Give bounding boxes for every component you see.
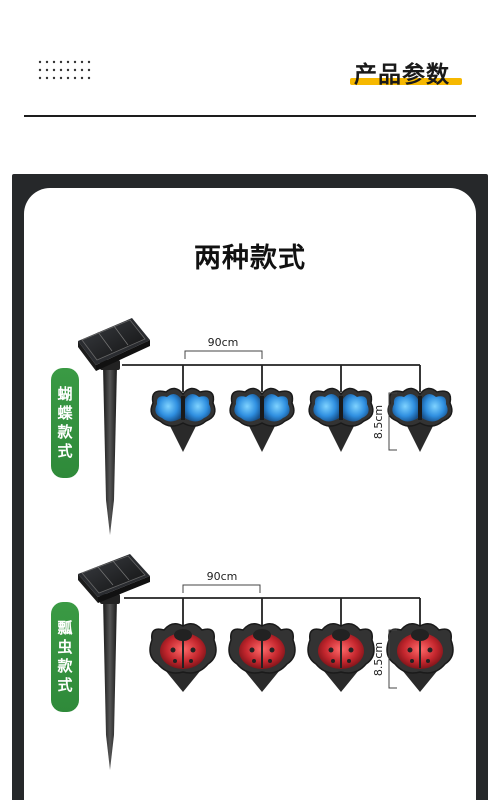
- badge-char: 式: [57, 442, 73, 460]
- badge-char: 款: [57, 657, 73, 675]
- butterfly-light: [308, 387, 374, 452]
- height-dimension-mark: [388, 629, 397, 689]
- ladybug-light: [307, 623, 375, 692]
- section-title: 两种款式: [194, 243, 306, 274]
- page-title: 产品参数: [354, 62, 450, 88]
- height-label: 8.5cm: [372, 405, 385, 439]
- ladybug-set: 90cm 8.5cm: [78, 554, 454, 770]
- butterfly-light: [150, 387, 216, 452]
- spacing-label: 90cm: [208, 336, 239, 349]
- ground-stake: [103, 598, 117, 770]
- butterfly-set: 90cm 8.5cm: [78, 318, 453, 535]
- badge-char: 瓢: [57, 619, 73, 637]
- badge-char: 款: [57, 423, 73, 441]
- solar-panel-icon: [78, 318, 150, 371]
- header-divider: [24, 115, 476, 117]
- connection-wire: [124, 597, 421, 626]
- butterfly-light: [387, 387, 453, 452]
- ladybug-light: [386, 623, 454, 692]
- solar-panel-icon: [78, 554, 150, 603]
- product-card: [24, 188, 476, 800]
- butterfly-light: [229, 387, 295, 452]
- badge-char: 虫: [57, 638, 73, 656]
- spacing-label: 90cm: [207, 570, 238, 583]
- dots-decoration-icon: [38, 60, 91, 80]
- spacing-dimension-mark: [182, 584, 261, 593]
- height-dimension-mark: [388, 392, 397, 451]
- style-badge-ladybug: 瓢 虫 款 式: [51, 602, 79, 712]
- header-title-highlight: [350, 78, 462, 85]
- ladybug-light: [228, 623, 296, 692]
- badge-char: 蝴: [57, 385, 73, 403]
- spacing-dimension-mark: [184, 350, 263, 359]
- ladybug-light: [149, 623, 217, 692]
- connection-wire: [122, 364, 421, 392]
- height-label: 8.5cm: [372, 642, 385, 676]
- badge-char: 式: [57, 676, 73, 694]
- ground-stake: [103, 366, 117, 535]
- style-badge-butterfly: 蝴 蝶 款 式: [51, 368, 79, 478]
- badge-char: 蝶: [57, 404, 73, 422]
